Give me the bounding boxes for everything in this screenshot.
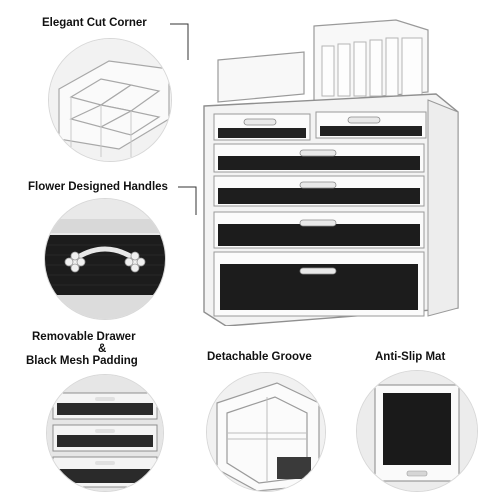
closeup-detachable-groove	[206, 372, 326, 492]
label-detachable-groove: Detachable Groove	[207, 351, 312, 363]
label-ampersand: &	[98, 343, 107, 355]
label-removable-drawer: Removable Drawer	[32, 331, 136, 343]
label-black-mesh-padding: Black Mesh Padding	[26, 355, 138, 367]
closeup-removable-drawer	[46, 374, 164, 492]
label-elegant-cut-corner: Elegant Cut Corner	[42, 17, 147, 29]
acrylic-organizer-product	[196, 16, 466, 326]
closeup-cut-corner	[48, 38, 172, 162]
label-anti-slip-mat: Anti-Slip Mat	[375, 351, 446, 363]
label-flower-designed-handles: Flower Designed Handles	[28, 181, 168, 193]
closeup-flower-handle	[44, 198, 166, 320]
closeup-anti-slip-mat	[356, 370, 478, 492]
